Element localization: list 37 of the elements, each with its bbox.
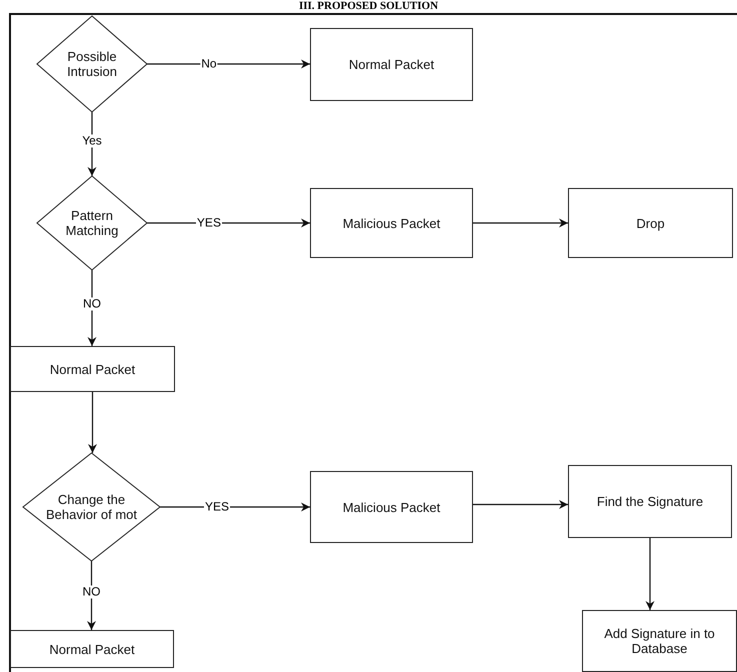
- decision-diamond: [37, 176, 147, 270]
- node-label: Add Signature in to Database: [603, 626, 716, 656]
- node-label: Possible Intrusion: [66, 49, 118, 79]
- process-box: [582, 610, 737, 672]
- node-label: Change the Behavior of mot: [44, 492, 138, 522]
- edge-label: NO: [82, 586, 102, 599]
- node-label: Find the Signature: [596, 494, 704, 509]
- arrow: [646, 538, 654, 610]
- node-label: Pattern Matching: [64, 208, 120, 238]
- process-box: [10, 346, 175, 392]
- arrow: [88, 112, 96, 176]
- process-box: [568, 465, 732, 538]
- process-box: [310, 471, 473, 543]
- decision-diamond: [37, 16, 147, 112]
- edge-label: YES: [196, 216, 222, 230]
- title: III. PROPOSED SOLUTION: [298, 0, 440, 12]
- decision-diamond: [23, 453, 160, 561]
- process-box: [10, 630, 174, 668]
- edge-label: NO: [82, 298, 102, 311]
- arrow: [147, 60, 310, 68]
- node-label: Malicious Packet: [342, 500, 440, 514]
- edge-label: Yes: [81, 134, 103, 148]
- node-label: Normal Packet: [348, 57, 434, 72]
- arrow: [88, 392, 97, 453]
- arrow: [473, 218, 568, 228]
- arrow: [87, 561, 96, 630]
- process-box: [568, 188, 733, 258]
- process-box: [310, 188, 473, 258]
- edge-label: No: [200, 58, 218, 70]
- arrow: [88, 270, 96, 346]
- node-label: Normal Packet: [49, 642, 135, 656]
- arrow: [473, 500, 568, 509]
- node-label: Malicious Packet: [342, 216, 440, 230]
- process-box: [310, 28, 473, 101]
- edge-label: YES: [204, 500, 230, 514]
- node-label: Normal Packet: [50, 362, 136, 376]
- node-label: Drop: [636, 216, 665, 230]
